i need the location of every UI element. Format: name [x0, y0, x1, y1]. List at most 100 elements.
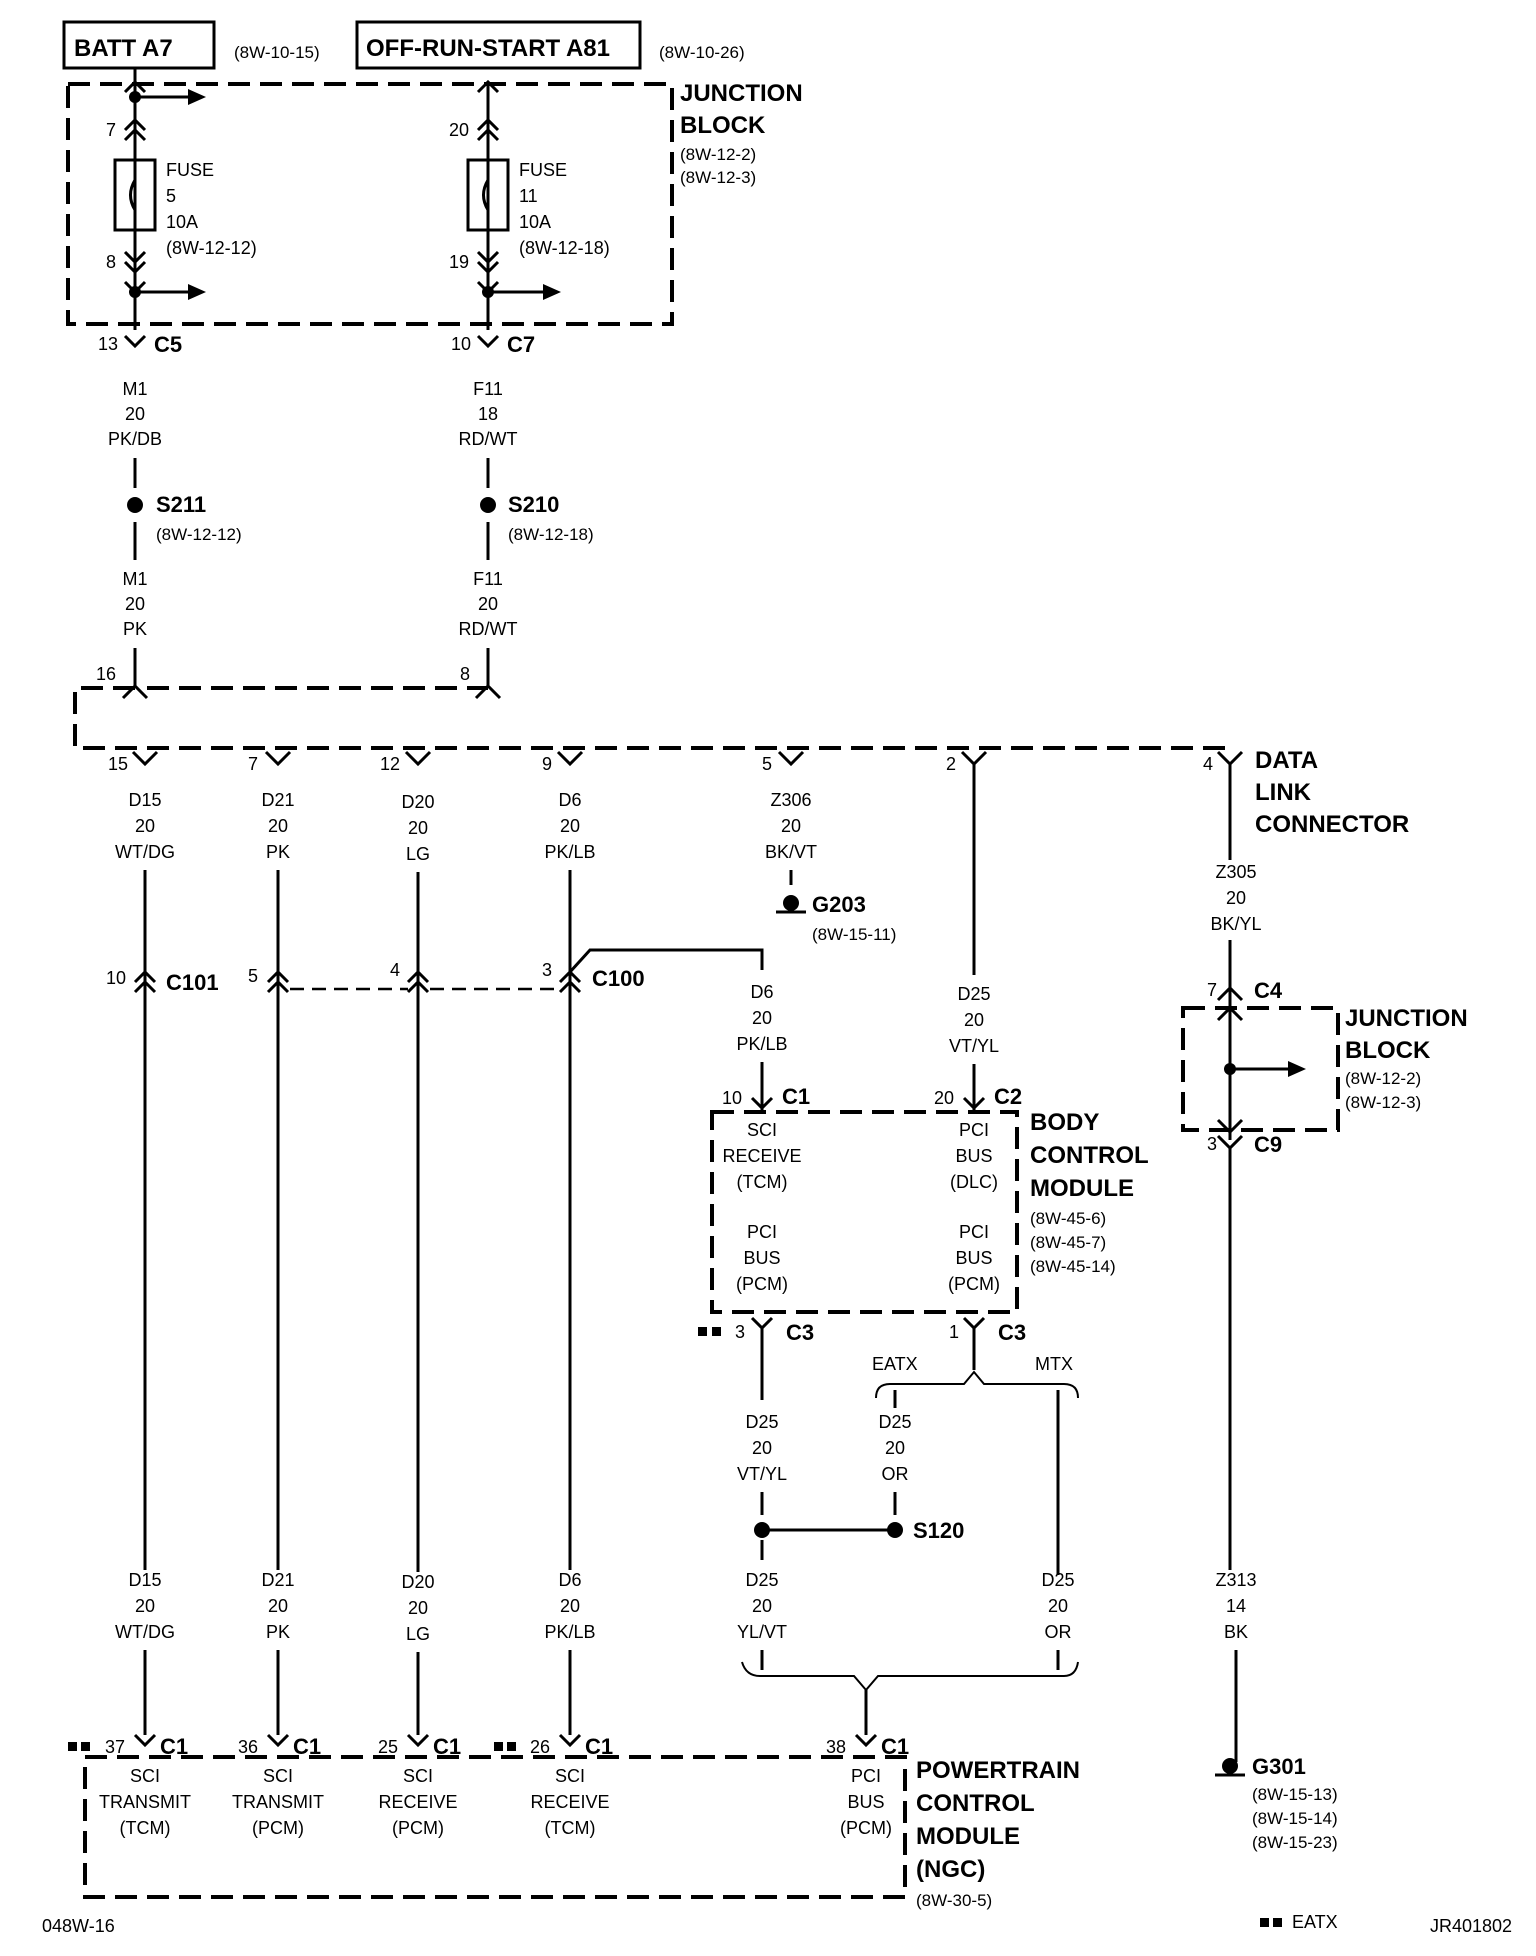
d6-gauge: 20 [560, 816, 580, 836]
footer-left-code: 048W-16 [42, 1916, 115, 1936]
m1-lower-color: PK [123, 619, 147, 639]
pcm-eatx-mark-2 [81, 1742, 90, 1751]
fuse11-body [466, 158, 510, 232]
bcm-sci-l3: (TCM) [737, 1172, 788, 1192]
bcm-pcip1-l2: BUS [743, 1248, 780, 1268]
pcm-d6-code: D6 [558, 1570, 581, 1590]
d20-code: D20 [401, 792, 434, 812]
dlc-pin2: 2 [946, 754, 956, 774]
fuse5-chevron-bottom [123, 280, 147, 295]
junction-block-small-outline [1181, 1006, 1340, 1132]
g203-ref: (8W-15-11) [812, 925, 896, 944]
g301-ref1: (8W-15-13) [1252, 1785, 1338, 1804]
d25-bcm-color: VT/YL [949, 1036, 999, 1056]
pcm-title4: (NGC) [916, 1856, 985, 1883]
fuse5-amps: 10A [166, 212, 198, 232]
pcm-d25-ylvt-gauge: 20 [752, 1596, 772, 1616]
pcm-t1-l3: (TCM) [120, 1818, 171, 1838]
pcm-title1: POWERTRAIN [916, 1757, 1080, 1784]
c100-name: C100 [592, 966, 645, 991]
d6-bcm-gauge: 20 [752, 1008, 772, 1028]
fuse5-arrow-bottom [188, 284, 206, 300]
fuse5-in-pin: 7 [106, 120, 116, 140]
c7-pin: 10 [451, 334, 471, 354]
d15-code: D15 [128, 790, 161, 810]
pcm-pin38: 38 [826, 1737, 846, 1757]
d21-code: D21 [261, 790, 294, 810]
eatx-label: EATX [872, 1354, 918, 1374]
pcm-c1-name-5: C1 [881, 1734, 909, 1759]
m1-upper-color: PK/DB [108, 429, 162, 449]
bcm-c2-name: C2 [994, 1084, 1022, 1109]
fuse11-in-connector-a [476, 117, 500, 132]
z305-color: BK/YL [1210, 914, 1261, 934]
bcm-c3b-pin: 1 [949, 1322, 959, 1342]
f11-lower-gauge: 20 [478, 594, 498, 614]
fuse11-in-connector-b [476, 127, 500, 142]
pcm-d25-or-gauge: 20 [1048, 1596, 1068, 1616]
bcm-c1-symbol [750, 1096, 774, 1111]
junction-block-top-outline [66, 82, 674, 326]
fuse11-element [482, 162, 490, 228]
f11-upper-code: F11 [473, 379, 503, 399]
footer-legend-label: EATX [1292, 1912, 1338, 1932]
pcm-z313-code: Z313 [1215, 1570, 1256, 1590]
pcm-title2: CONTROL [916, 1790, 1035, 1817]
s120-name: S120 [913, 1518, 964, 1543]
s120-splice [887, 1522, 903, 1538]
f11-lower-color: RD/WT [459, 619, 518, 639]
fuse5-top-connector [123, 79, 147, 94]
fuse11-out-connector-a [476, 250, 500, 265]
pcm-t1-l1: SCI [130, 1766, 160, 1786]
bcm-ref1: (8W-45-6) [1030, 1209, 1106, 1228]
pcm-t3-l3: (PCM) [392, 1818, 444, 1838]
pcm-z313-gauge: 14 [1226, 1596, 1246, 1616]
fuse5-element [129, 162, 137, 228]
pcm-t5-l2: BUS [847, 1792, 884, 1812]
c100-pin4: 4 [390, 960, 400, 980]
bcm-title3: MODULE [1030, 1175, 1134, 1202]
s210-splice [480, 497, 496, 513]
bcm-pcip2-l2: BUS [955, 1248, 992, 1268]
pcm-eatx-mark-1 [68, 1742, 77, 1751]
fuse11-number: 11 [519, 186, 538, 206]
f11-upper-color: RD/WT [459, 429, 518, 449]
pcm-c1-name-2: C1 [293, 1734, 321, 1759]
z306-code: Z306 [770, 790, 811, 810]
c5-pin: 13 [98, 334, 118, 354]
junction-block-top-ref1: (8W-12-2) [680, 145, 756, 164]
s211-splice [127, 497, 143, 513]
m1-lower-gauge: 20 [125, 594, 145, 614]
off-run-start-box [355, 20, 642, 70]
fuse5-out-connector-a [123, 250, 147, 265]
pcm-t3-l2: RECEIVE [378, 1792, 457, 1812]
bcm-c3a-pin: 3 [735, 1322, 745, 1342]
pcm-z313-color: BK [1224, 1622, 1248, 1642]
off-run-start-label: OFF-RUN-START A81 [366, 35, 610, 62]
pcm-d15-code: D15 [128, 1570, 161, 1590]
d21-gauge: 20 [268, 816, 288, 836]
dlc-pin9: 9 [542, 754, 552, 774]
pcm-t2-l3: (PCM) [252, 1818, 304, 1838]
junction-block-small-title2: BLOCK [1345, 1037, 1431, 1064]
mtx-label: MTX [1035, 1354, 1073, 1374]
pcm-title3: MODULE [916, 1823, 1020, 1850]
c100-pin5: 5 [248, 966, 258, 986]
pcm-d25-ylvt-code: D25 [745, 1570, 778, 1590]
junction-block-small-arrow [1288, 1061, 1306, 1077]
bcm-ref2: (8W-45-7) [1030, 1233, 1106, 1252]
junction-block-small-in-chevron [1216, 1005, 1244, 1022]
fuse5-in-connector-a [123, 117, 147, 132]
pcm-t4-l3: (TCM) [545, 1818, 596, 1838]
d6-bcm-code: D6 [750, 982, 773, 1002]
pcm-d25-or-code: D25 [1041, 1570, 1074, 1590]
c4-pin: 7 [1207, 980, 1217, 1000]
s211-ref: (8W-12-12) [156, 525, 242, 544]
junction-block-small-out-chevron [1216, 1118, 1244, 1135]
pcm-c1-name-1: C1 [160, 1734, 188, 1759]
bcm-c1-pin: 10 [722, 1088, 742, 1108]
pcm-d6-gauge: 20 [560, 1596, 580, 1616]
g203-ground-symbol [783, 895, 799, 911]
dlc-pin16: 16 [96, 664, 116, 684]
